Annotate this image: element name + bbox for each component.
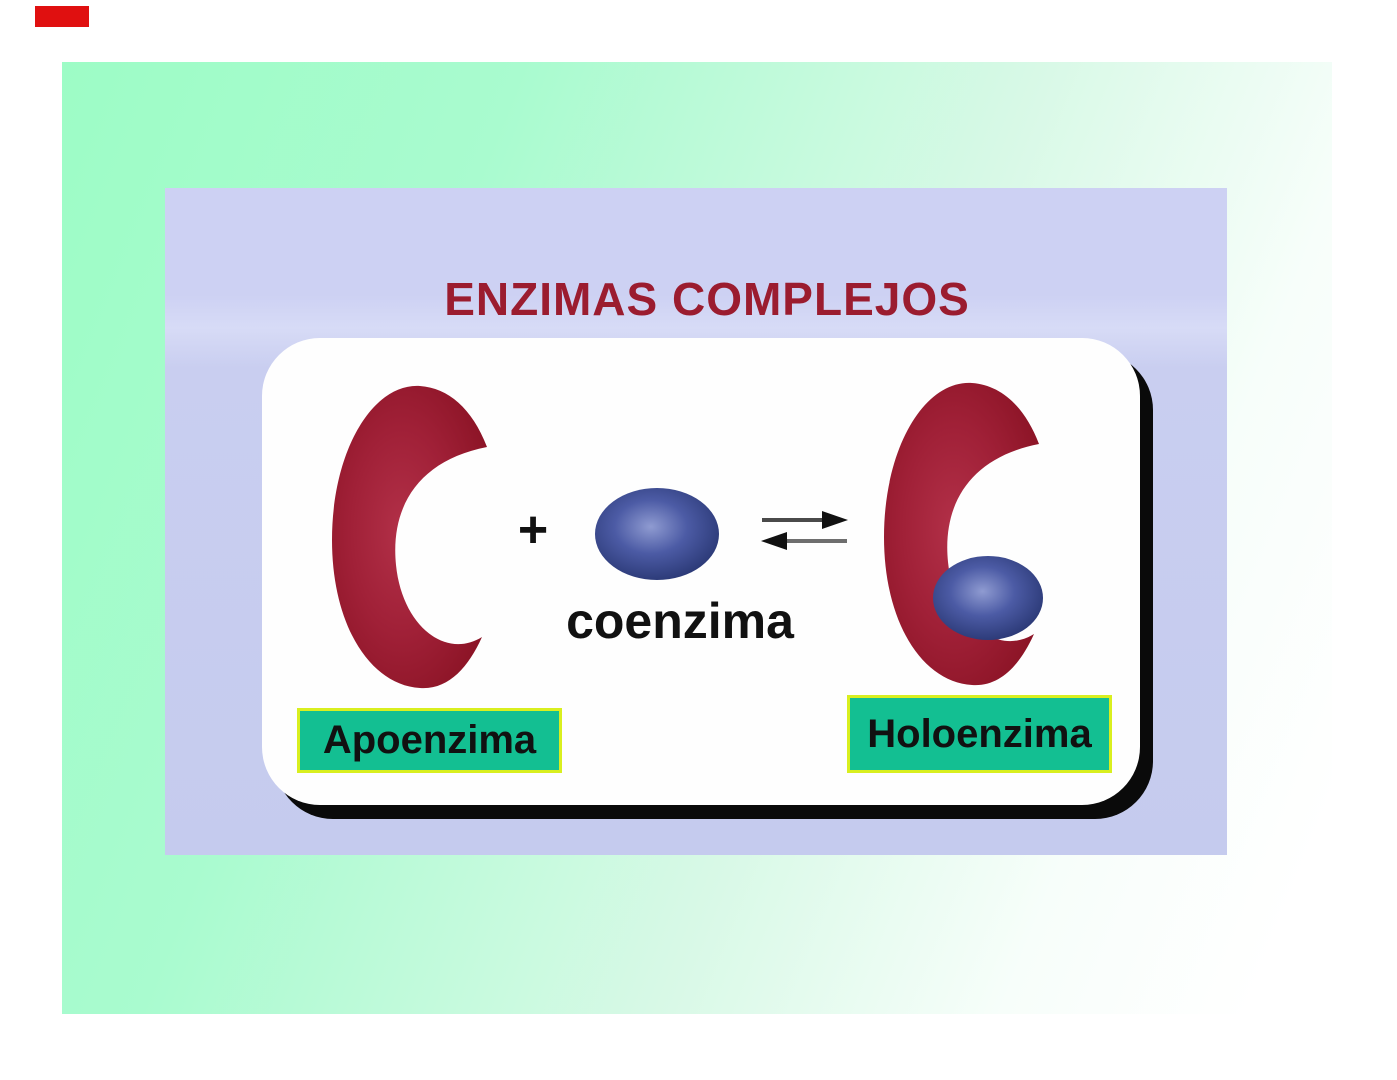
diagram-panel: ENZIMAS COMPLEJOS	[165, 188, 1227, 855]
diagram-card: + coenzima Apoenzima Holoenzima	[262, 338, 1140, 805]
apoenzyme-label-box: Apoenzima	[297, 708, 562, 773]
holoenzyme-coenzyme-ellipse	[933, 556, 1043, 640]
apoenzyme-label-text: Apoenzima	[322, 718, 537, 762]
holoenzyme-label-box: Holoenzima	[847, 695, 1112, 773]
coenzyme-caption: coenzima	[566, 593, 794, 649]
slide-title: ENZIMAS COMPLEJOS	[444, 273, 970, 325]
red-corner-decoration	[35, 6, 89, 27]
holoenzyme-label-text: Holoenzima	[867, 711, 1092, 756]
enzyme-diagram-graphic	[332, 382, 1043, 689]
apoenzyme-crescent-shape	[332, 385, 487, 689]
holoenzyme-crescent-shape	[884, 382, 1039, 686]
coenzyme-ellipse-shape	[595, 488, 719, 580]
plus-icon: +	[517, 501, 549, 559]
slide-background: ENZIMAS COMPLEJOS	[62, 62, 1332, 1014]
equilibrium-arrows-icon	[761, 511, 848, 550]
